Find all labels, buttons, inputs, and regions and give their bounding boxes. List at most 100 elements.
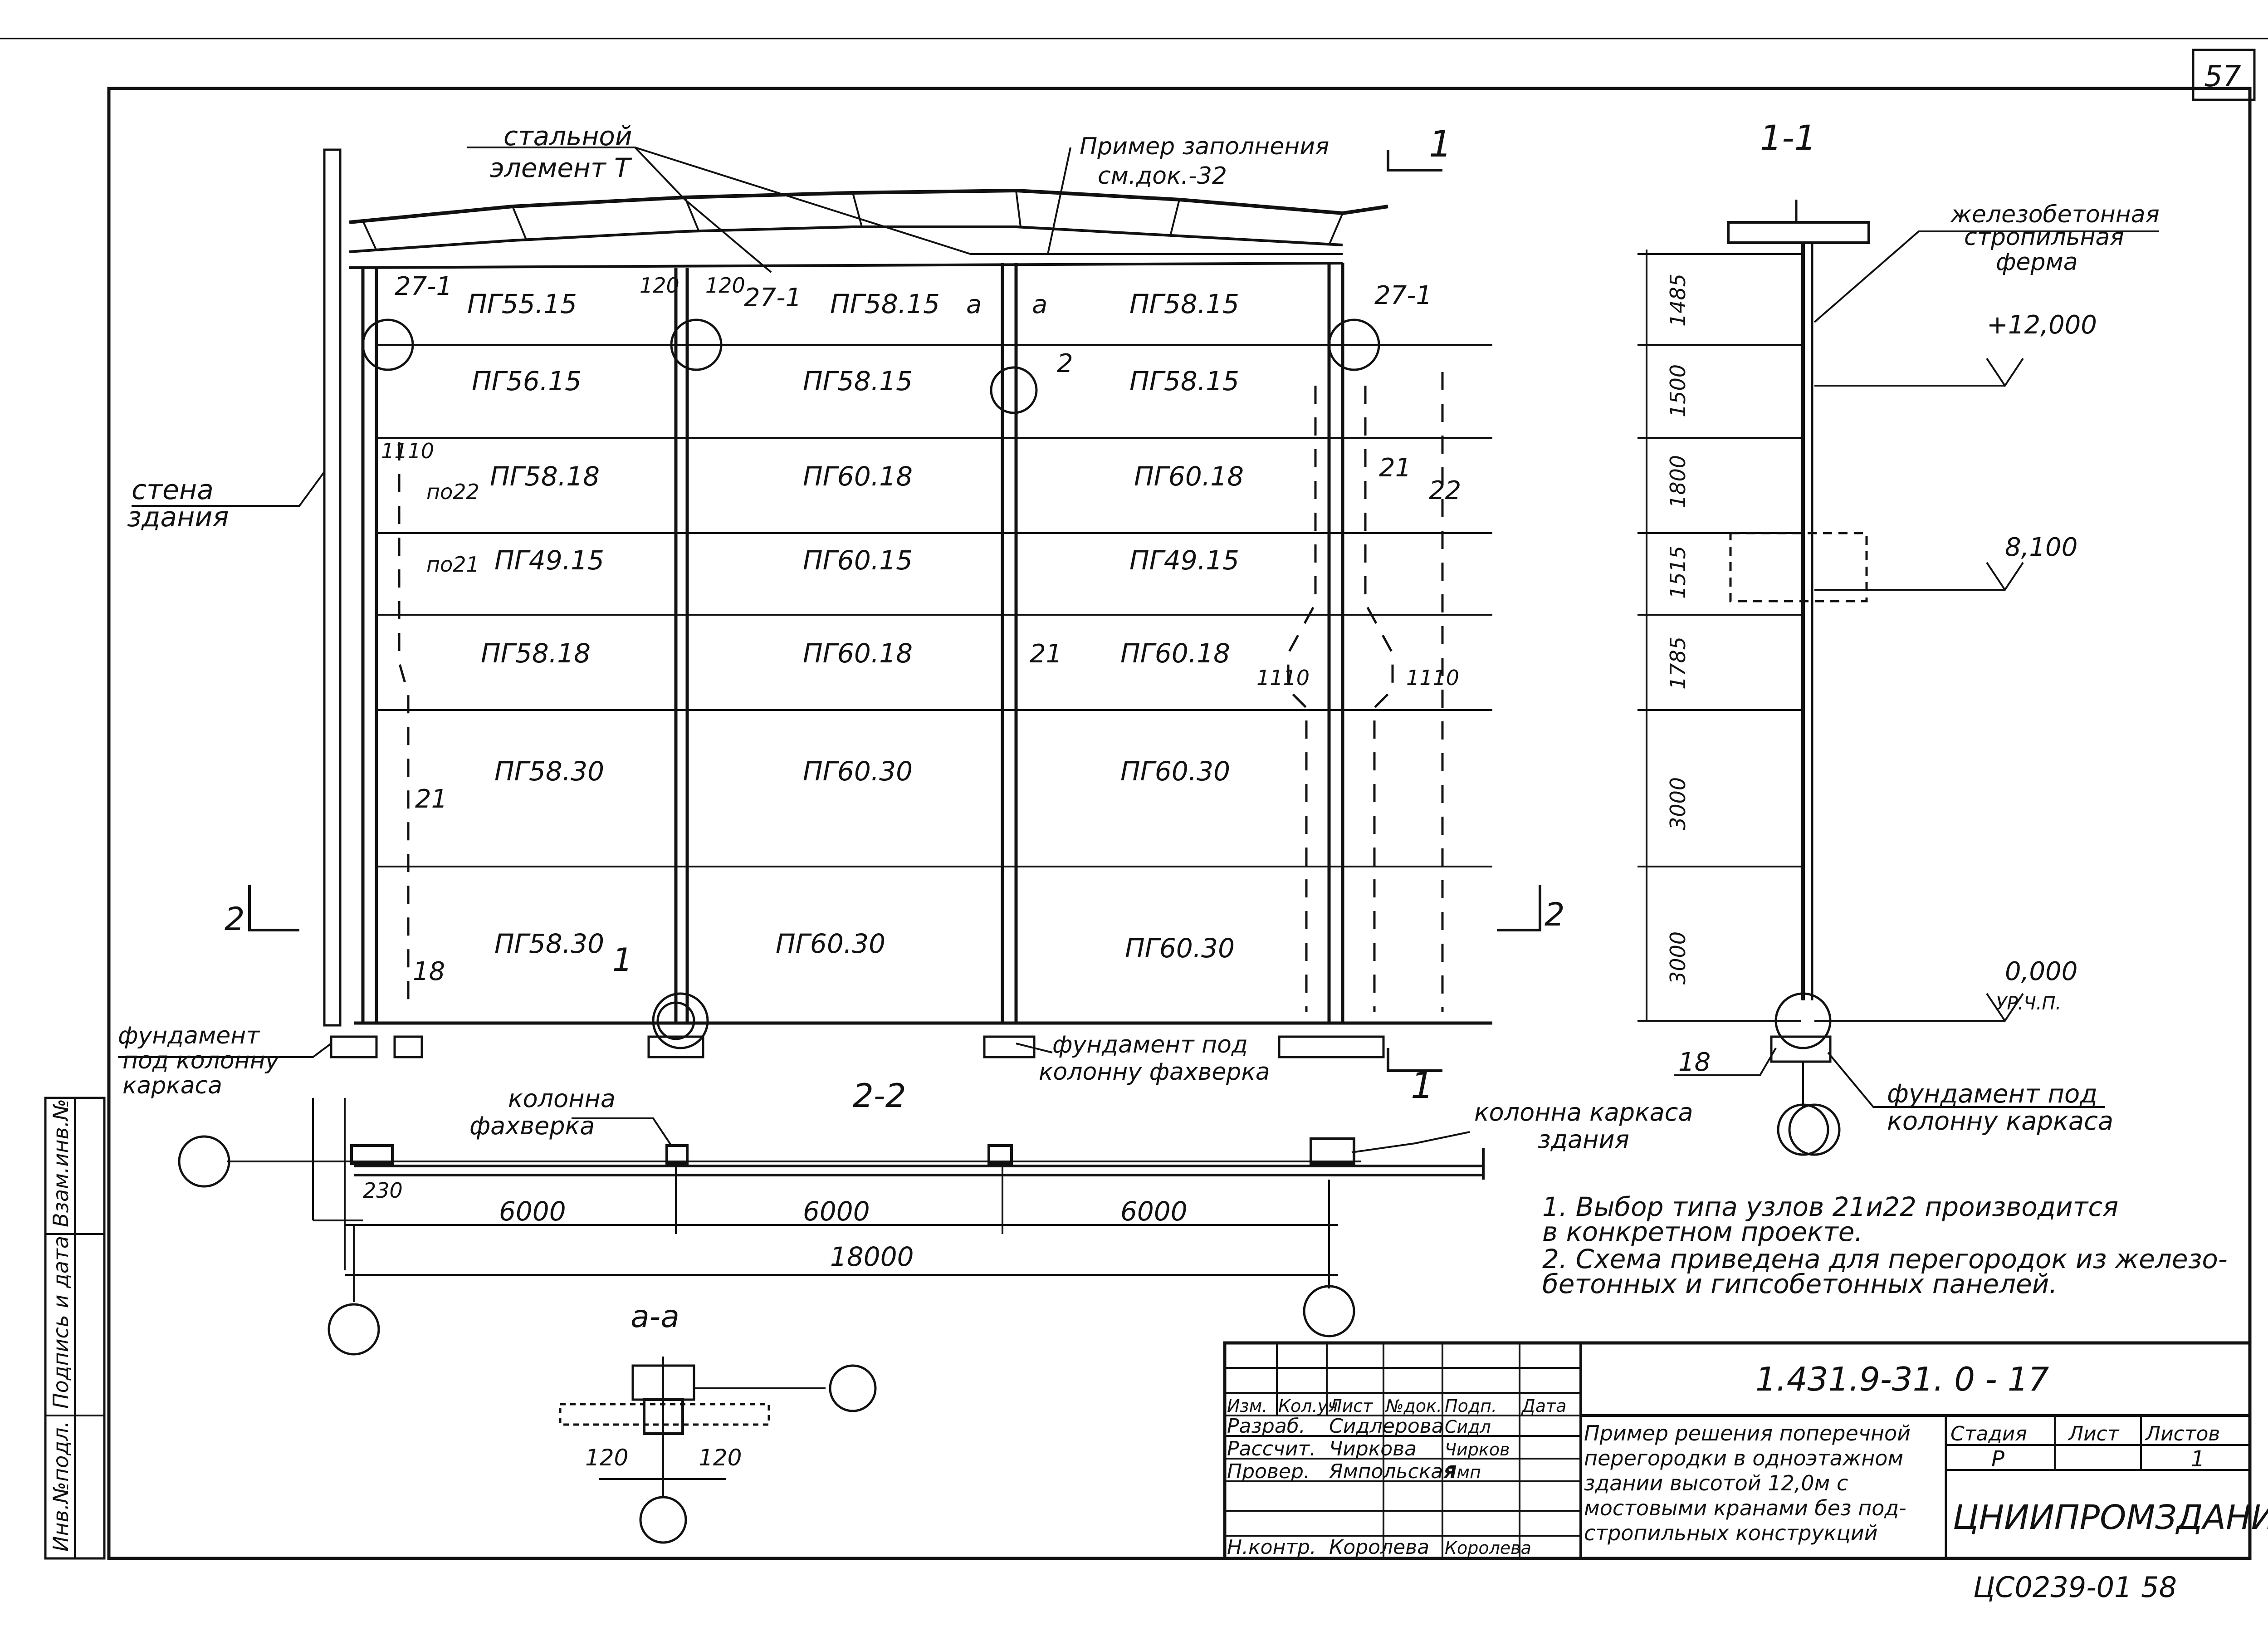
dim-span: 6000 (1120, 1196, 1188, 1227)
side-stamp: Инв.№подл. Подпись и дата Взам.инв.№ (44, 1097, 106, 1560)
building-wall (323, 148, 342, 1027)
column-frame-label: здания (1538, 1125, 1629, 1154)
axis-bubble (178, 1135, 230, 1188)
panel-label: ПГ58.18 (481, 638, 591, 669)
level-label: +12,000 (1987, 310, 2097, 340)
tb-sign: Сидл (1445, 1417, 1491, 1437)
drawing-description: Пример решения поперечной перегородки в … (1584, 1421, 1911, 1545)
foundation-frame-label: каркаса (122, 1072, 222, 1099)
dim-height: 1485 (1666, 274, 1690, 327)
dim-height: 1515 (1666, 546, 1690, 599)
sheet-header: Лист (2068, 1422, 2120, 1445)
dim-label: 120 (705, 273, 745, 298)
foundation-halftimber-label: фундамент под (1052, 1031, 1248, 1058)
title-block: Изм. Кол.уч Лист №док. Подп. Дата Разраб… (1223, 1341, 2268, 1560)
page-number: 57 (2204, 60, 2241, 93)
panel-label: ПГ60.30 (803, 756, 913, 787)
description-line: стропильных конструкций (1584, 1521, 1878, 1545)
dim-label: 120 (585, 1445, 628, 1471)
column-frame-label: колонна каркаса (1474, 1098, 1693, 1127)
node-label: 18 (413, 957, 445, 986)
sheet-frame (107, 87, 2252, 1560)
dim-label: 230 (363, 1178, 403, 1203)
inventory-number: ЦС0239-01 58 (1973, 1571, 2177, 1604)
dim-height: 3000 (1666, 777, 1690, 830)
tb-header: Кол.уч (1278, 1396, 1338, 1416)
dim-height: 3000 (1666, 931, 1690, 985)
node-callouts (362, 318, 1380, 1049)
foundation-frame-section-label: колонну каркаса (1887, 1107, 2113, 1136)
dim-label: 120 (640, 273, 679, 298)
panel-label: ПГ58.30 (494, 756, 604, 787)
node-label: 21 (1030, 639, 1062, 669)
panel-labels: ПГ55.15 ПГ56.15 ПГ58.18 ПГ49.15 ПГ58.18 … (467, 289, 1244, 964)
dim-label: 120 (699, 1445, 742, 1471)
tb-header: №док. (1385, 1396, 1442, 1416)
panel-label: ПГ58.30 (494, 928, 604, 959)
note-line: в конкретном проекте. (1542, 1216, 1863, 1247)
panel-label: ПГ49.15 (1129, 545, 1239, 576)
page-number-box (2192, 49, 2256, 101)
level-label: 0,000 (2005, 957, 2077, 986)
dim-height: 1800 (1666, 455, 1690, 508)
dim-label: 1110 (381, 439, 434, 463)
column-halftimber-label: колонна (508, 1084, 616, 1113)
panel-joints (354, 344, 1492, 1025)
organization-name: ЦНИИПРОМЗДАНИЙ (1953, 1497, 2268, 1537)
panel-label: ПГ55.15 (467, 289, 577, 319)
axis-bubble (829, 1364, 877, 1412)
tb-sign: Чирков (1445, 1440, 1510, 1460)
node-label: 21 (415, 784, 447, 814)
sheets-header: Листов (2145, 1422, 2220, 1445)
description-line: перегородки в одноэтажном (1584, 1446, 1903, 1470)
tb-sign: Королева (1445, 1538, 1531, 1558)
section-cut-label: 1 (1429, 123, 1452, 165)
tb-name: Чиркова (1329, 1437, 1417, 1460)
dim-height: 1785 (1666, 637, 1690, 690)
section-title-1-1: 1-1 (1760, 118, 1816, 158)
node-label: 1 (612, 941, 633, 979)
roof-truss-bottom-chord (349, 225, 1343, 253)
axis-bubble (1303, 1285, 1355, 1337)
stamp-inventory: Инв.№подл. (49, 1421, 73, 1552)
tb-header: Подп. (1445, 1396, 1497, 1416)
roof-truss-web (362, 190, 1344, 251)
tb-role: Н.контр. (1227, 1536, 1316, 1559)
tb-name: Ямпольская (1329, 1460, 1455, 1483)
panel-label: ПГ60.30 (1125, 933, 1235, 964)
infill-example-label: Пример заполнения (1080, 133, 1329, 160)
dim-total: 18000 (830, 1241, 914, 1272)
leader-lines (118, 147, 1343, 1058)
section-1-1: 1-1 1485 1500 1800 1515 1785 3000 3000 (1637, 118, 2160, 1156)
building-wall-label: стена (132, 474, 214, 506)
foundation-frame-label: под колонну (122, 1047, 280, 1074)
node-label: по22 (426, 480, 479, 504)
description-line: мостовыми кранами без под- (1584, 1496, 1906, 1520)
steel-element-label: стальной (503, 121, 632, 152)
section-cut-label: 2 (225, 901, 245, 938)
infill-example-label: см.док.-32 (1098, 162, 1227, 190)
dimension-lines (312, 1098, 1338, 1302)
general-notes: 1. Выбор типа узлов 21и22 производится в… (1542, 1191, 2228, 1299)
level-note: УР.Ч.П. (1996, 993, 2061, 1014)
panel-label: ПГ60.30 (1120, 756, 1230, 787)
note-line: 2. Схема приведена для перегородок из же… (1542, 1244, 2228, 1274)
tb-role: Провер. (1227, 1460, 1310, 1483)
node-label: 22 (1429, 476, 1461, 505)
stamp-replace-inventory: Взам.инв.№ (49, 1099, 73, 1227)
panel-label: ПГ60.18 (803, 461, 913, 492)
dim-height: 1500 (1666, 364, 1690, 417)
foundation-frame-section-label: фундамент под (1887, 1079, 2097, 1109)
node-label: 2 (1057, 349, 1073, 378)
column-halftimber-label: фахверка (469, 1112, 595, 1140)
sheets-value: 1 (2191, 1446, 2205, 1472)
level-marks (1814, 358, 2024, 1023)
panel-label: ПГ60.15 (803, 545, 913, 576)
rc-truss-label: железобетонная (1950, 201, 2160, 228)
dim-span: 6000 (499, 1196, 566, 1227)
panel-label: ПГ58.15 (1129, 366, 1239, 397)
tb-name: Сидлерова (1329, 1415, 1444, 1438)
section-cut-marks (248, 150, 1541, 1072)
building-wall-label: здания (127, 501, 229, 533)
